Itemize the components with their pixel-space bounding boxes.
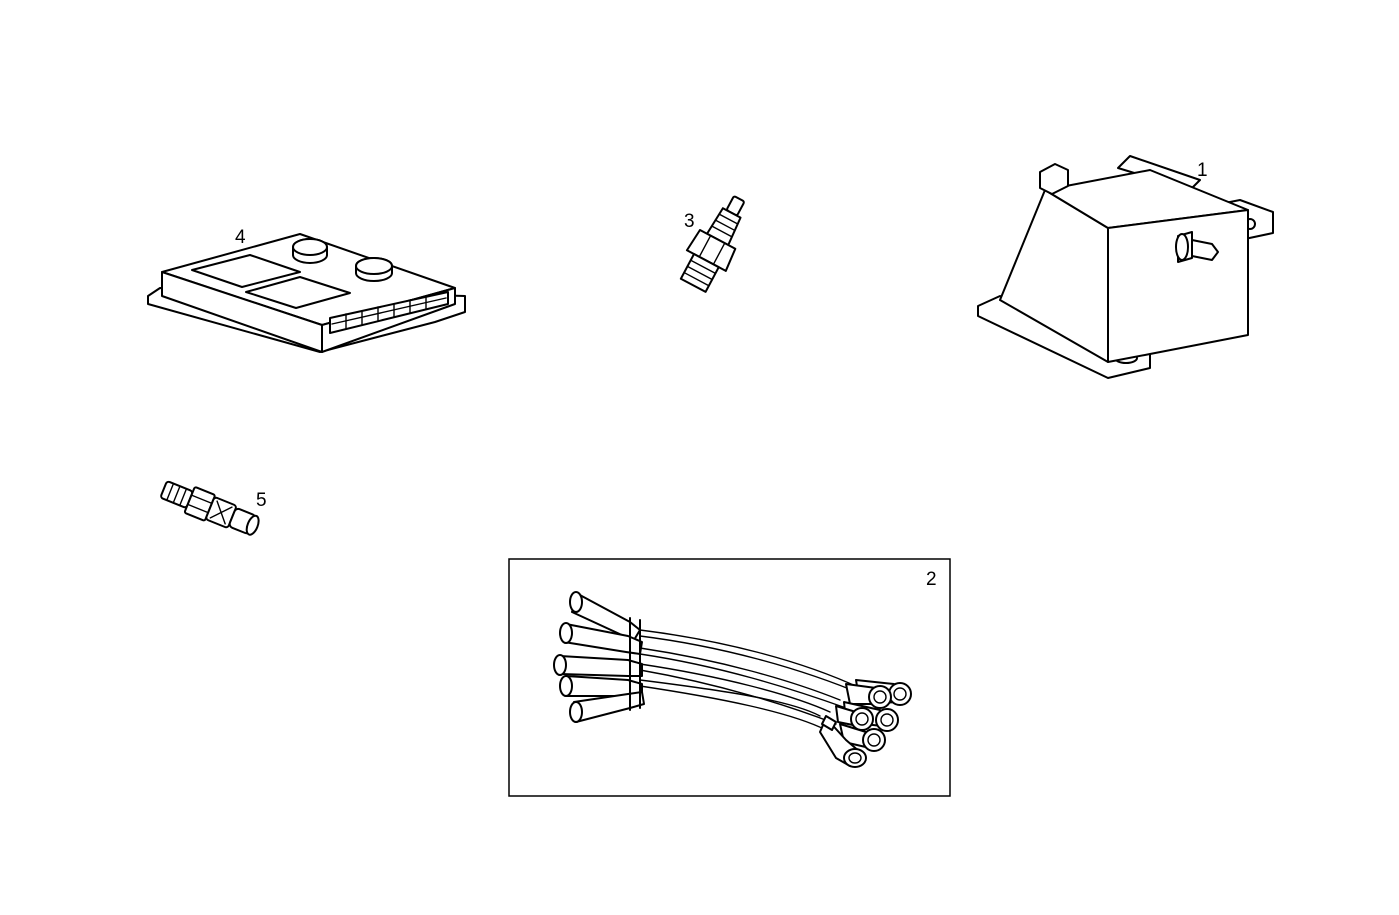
spark-plug-label: 3 [684,211,695,232]
ignition-module[interactable] [977,155,1274,379]
cable-boot-left-5 [569,691,645,723]
cable-boot-left-4 [559,675,643,697]
cable-boot-left-3 [553,654,643,677]
spark-plug[interactable] [674,188,759,295]
control-unit-label: 4 [235,227,246,248]
cable-boot-right-6 [819,717,867,768]
control-unit[interactable] [147,233,466,353]
cable-boot-right-4 [835,705,874,731]
sensor-label: 5 [256,490,267,511]
ignition-module-label: 1 [1197,160,1208,181]
ignition-cable-set[interactable] [508,558,951,797]
cable-boot-right-2 [845,683,892,709]
cable-boot-right-7 [821,715,837,731]
ignition-cable-set-label: 2 [926,569,937,590]
sensor[interactable] [158,476,262,540]
